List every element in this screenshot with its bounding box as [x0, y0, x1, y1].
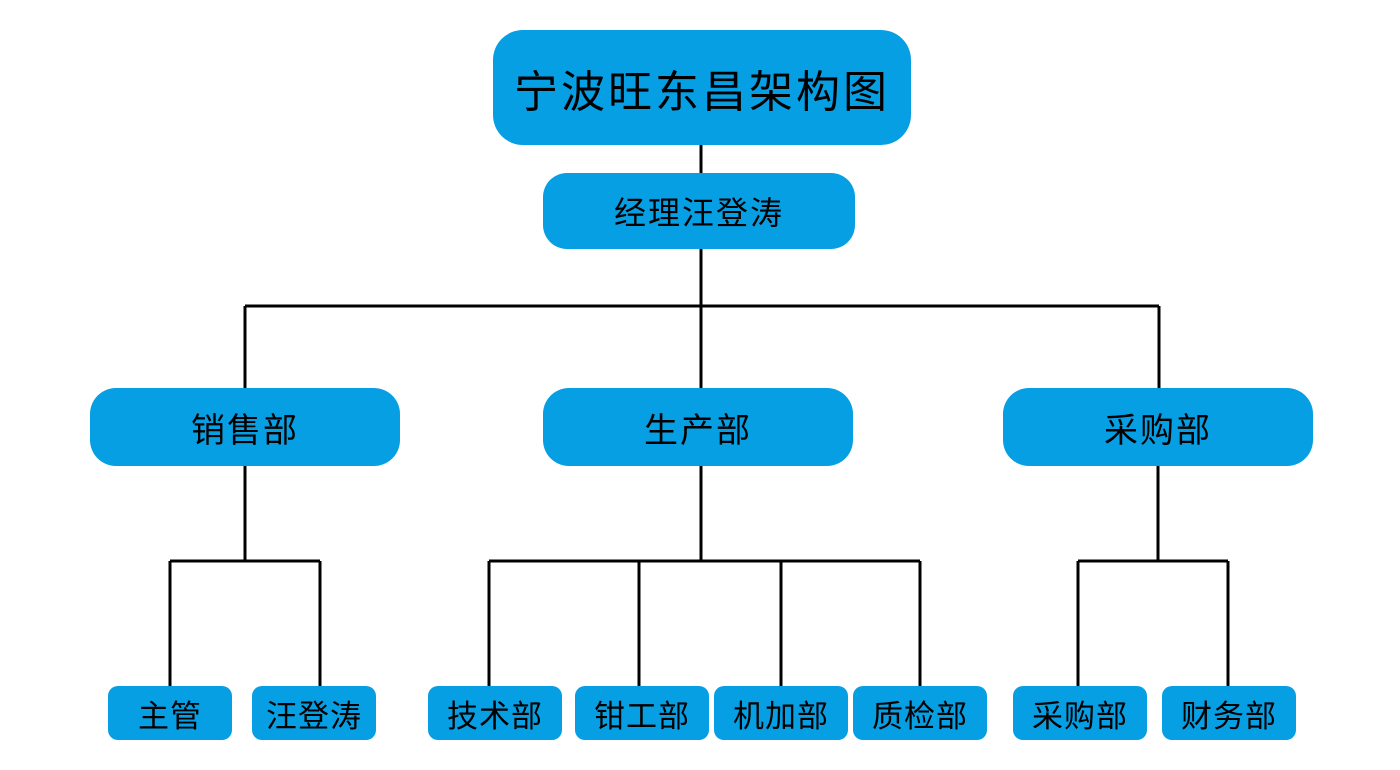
node-purchasing-child-purchasing[interactable]: 采购部 — [1013, 686, 1147, 740]
node-production-child-technology[interactable]: 技术部 — [428, 686, 562, 740]
node-root-company[interactable]: 宁波旺东昌架构图 — [493, 30, 911, 145]
node-manager[interactable]: 经理汪登涛 — [543, 173, 855, 249]
node-production-child-fitter[interactable]: 钳工部 — [575, 686, 709, 740]
node-department-sales[interactable]: 销售部 — [90, 388, 400, 466]
node-sales-child-person[interactable]: 汪登涛 — [252, 686, 376, 740]
node-production-child-quality[interactable]: 质检部 — [853, 686, 987, 740]
node-purchasing-child-finance[interactable]: 财务部 — [1162, 686, 1296, 740]
node-sales-child-supervisor[interactable]: 主管 — [108, 686, 232, 740]
node-department-purchasing[interactable]: 采购部 — [1003, 388, 1313, 466]
node-production-child-machining[interactable]: 机加部 — [714, 686, 848, 740]
node-department-production[interactable]: 生产部 — [543, 388, 853, 466]
